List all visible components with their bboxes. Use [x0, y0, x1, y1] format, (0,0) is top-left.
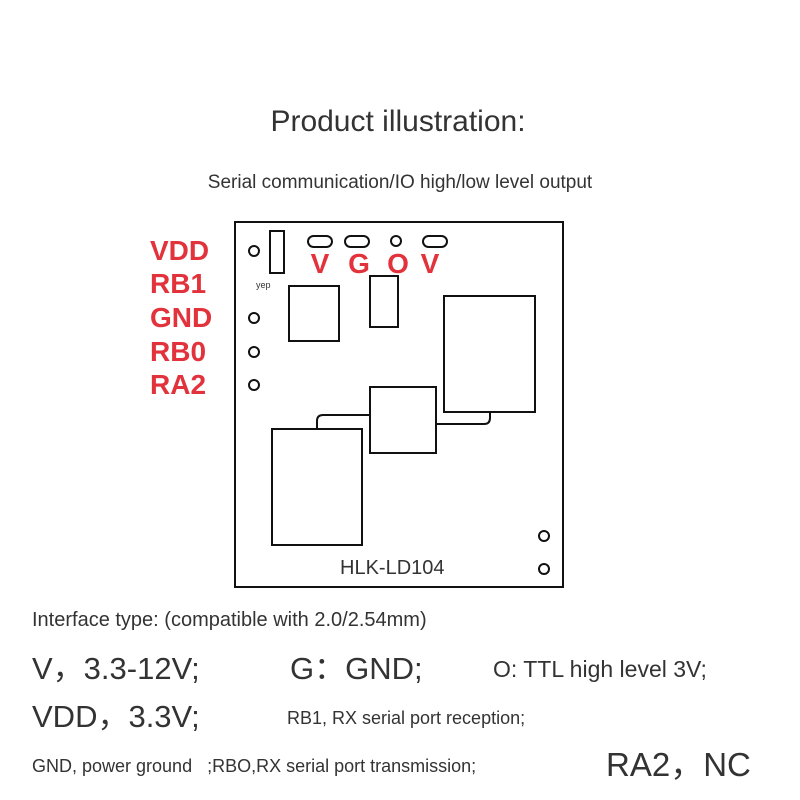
pad-gnd: [248, 312, 260, 324]
pad-v2: [422, 235, 448, 248]
pin-label-o: O: [387, 248, 409, 279]
note-o: O: TTL high level 3V;: [493, 656, 707, 682]
model-label: HLK-LD104: [340, 557, 445, 579]
trace-left: [316, 414, 370, 429]
note-ra2: RA2，NC: [606, 746, 751, 783]
silk-text: yep: [256, 280, 271, 290]
pad-g: [344, 235, 370, 248]
trace-right: [436, 412, 491, 425]
chip-middle: [369, 386, 437, 454]
pin-label-gnd: GND: [150, 302, 212, 333]
pin-label-g: G: [348, 248, 370, 279]
pin-label-rb1: RB1: [150, 268, 206, 299]
note-rb1: RB1, RX serial port reception;: [287, 708, 525, 728]
page-title: Product illustration:: [270, 105, 525, 138]
component-narrow: [269, 230, 285, 274]
pin-label-v1: V: [311, 248, 330, 279]
chip-square: [288, 285, 340, 342]
pad-rb0: [248, 346, 260, 358]
pin-label-vdd: VDD: [150, 235, 209, 266]
interface-note: Interface type: (compatible with 2.0/2.5…: [32, 609, 427, 631]
pcb-board: yep V G O V HLK-LD104: [234, 221, 564, 588]
note-gnd-rbo: GND, power ground ;RBO,RX serial port tr…: [32, 756, 476, 776]
chip-large-right: [443, 295, 536, 413]
note-v: V，3.3-12V;: [32, 651, 200, 686]
pin-label-rb0: RB0: [150, 336, 206, 367]
pin-label-ra2: RA2: [150, 369, 206, 400]
chip-large-left: [271, 428, 363, 546]
pad-br1: [538, 530, 550, 542]
pad-vdd: [248, 245, 260, 257]
pad-ra2: [248, 379, 260, 391]
note-vdd: VDD，3.3V;: [32, 699, 200, 734]
pad-v1: [307, 235, 333, 248]
pad-br2: [538, 563, 550, 575]
pin-label-v2: V: [421, 248, 440, 279]
component-rect: [369, 275, 399, 328]
subtitle: Serial communication/IO high/low level o…: [208, 172, 593, 193]
note-g: G：GND;: [290, 651, 423, 686]
pad-o: [390, 235, 402, 247]
